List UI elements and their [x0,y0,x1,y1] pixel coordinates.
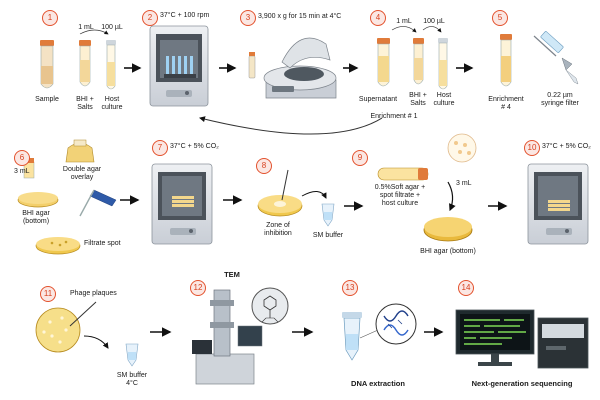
step-badge-7: 7 [152,140,168,156]
s10-condition: 37°C + 5% CO₂ [542,143,591,150]
s4-volume-1ml: 1 mL [396,18,412,25]
magnified-colonies-icon [447,133,477,163]
s1-label-sample: Sample [35,96,59,103]
s6-agar-label: BHI agar (bottom) [22,210,50,226]
step-badge-10: 10 [524,140,540,156]
step-badge-3: 3 [240,10,256,26]
s4-label-supernatant: Supernatant [358,96,398,103]
s1-label-host: Host culture [101,96,123,112]
petri-dish-icon-bhi [17,192,59,208]
phage-zoom-circle [251,287,289,325]
step-badge-12: 12 [190,280,206,296]
s11-plaques-label: Phage plaques [70,290,117,297]
s5-filter-label: 0.22 µm syringe filter [541,92,579,108]
tube-icon-bhi [79,40,91,87]
s4-volume-100ul: 100 µL [423,18,445,25]
s2-condition: 37°C + 100 rpm [160,12,210,19]
tube-icon-bhi-2 [413,38,424,85]
petri-dish-icon-bhi-bottom [423,217,473,242]
tube-icon-host [106,40,116,90]
step-badge-5: 5 [492,10,508,26]
s1-label-bhi: BHI + Salts [76,96,94,112]
tube-icon-enrichment [500,34,512,87]
step-badge-8: 8 [256,158,272,174]
step-badge-13: 13 [342,280,358,296]
microscope-icon-tem [192,289,263,385]
tube-icon-supernatant [377,38,390,87]
s11-buffer-label: SM buffer 4°C [116,372,148,388]
syringe-icon [533,31,579,85]
s7-condition: 37°C + 5% CO₂ [170,143,219,150]
s6-spot-label: Filtrate spot [84,240,121,247]
s4-label-host: Host culture [433,92,455,108]
petri-dish-icon-plaques [35,301,97,353]
incubator-icon-co2 [151,163,213,245]
s1-volume-1ml: 1 mL [78,24,94,31]
step-badge-14: 14 [458,280,474,296]
s1-volume-100ul: 100 µL [101,24,123,31]
s9-volume: 3 mL [456,180,472,187]
step-badge-11: 11 [40,286,56,302]
tube-icon-sm-buffer [321,203,335,227]
incubator-icon-co2-2 [527,163,589,245]
petri-dish-icon-zone [257,169,303,217]
petri-dish-icon-filtrate [35,237,81,255]
dna-icon [383,310,409,336]
step-badge-1: 1 [42,10,58,26]
step-badge-9: 9 [352,150,368,166]
s3-condition: 3,900 x g for 15 min at 4°C [258,13,342,20]
s5-enrichment-label: Enrichment # 4 [488,96,524,112]
incubator-icon-shaker [149,25,209,107]
tube-icon-soft-agar-horizontal [377,167,429,181]
tube-icon-dna [342,312,362,361]
sequencer-icon [455,309,589,369]
step-badge-4: 4 [370,10,386,26]
s14-caption: Next-generation sequencing [471,379,573,388]
s12-title: TEM [224,270,240,279]
phage-icon [261,295,279,323]
tube-icon-host-2 [438,38,448,90]
pipette-icon [79,189,117,217]
tube-icon-sm-buffer-2 [125,343,139,367]
s6-volume: 3 mL [14,168,30,175]
s4-label-bhi: BHI + Salts [409,92,427,108]
s6-overlay-label: Double agar overlay [62,166,102,182]
s13-caption: DNA extraction [351,379,405,388]
flask-icon-overlay [65,139,95,163]
s9-bottom-label: BHI agar (bottom) [420,248,476,255]
s4-caption: Enrichment # 1 [370,113,418,120]
s8-buffer-label: SM buffer [312,232,344,239]
centrifuge-icon [248,37,337,99]
step-badge-2: 2 [142,10,158,26]
s9-soft-agar-label: 0.5%Soft agar + spot filtrate + host cul… [374,184,426,208]
step-badge-6: 6 [14,150,30,166]
s8-zone-label: Zone of inhibition [264,222,292,238]
tube-icon-sample [40,40,54,89]
dna-zoom-circle [375,303,417,345]
